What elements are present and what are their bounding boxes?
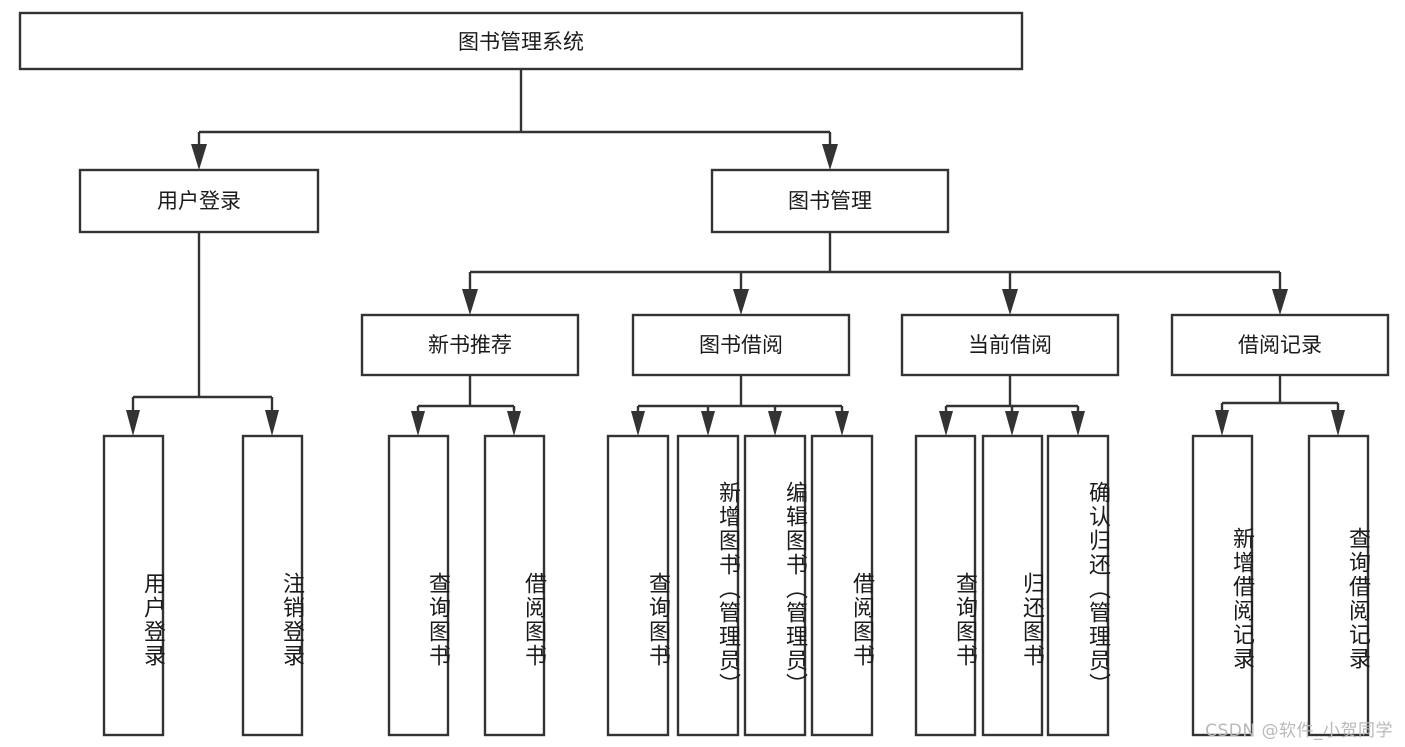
arrow-cb-leaf-3 — [1071, 411, 1085, 436]
arrow-book-borrow — [733, 289, 749, 315]
arrow-new-book — [462, 289, 478, 315]
node-root[interactable]: 图书管理系统 — [18, 11, 1024, 71]
current-borrow-label: 当前借阅 — [968, 333, 1052, 357]
leaf-box-cb-return-book[interactable] — [981, 434, 1044, 737]
node-book-management[interactable]: 图书管理 — [710, 168, 950, 234]
arrow-cb-leaf-2 — [1005, 411, 1019, 436]
leaf-box-nb-borrow-book[interactable] — [483, 434, 546, 737]
leaf-box-bb-borrow-book[interactable] — [810, 434, 874, 737]
leaf-box-bb-query-book[interactable] — [606, 434, 670, 737]
leaf-box-logout[interactable] — [241, 434, 304, 737]
arrow-br-leaf-1 — [1215, 410, 1229, 436]
arrow-br-leaf-2 — [1331, 410, 1345, 436]
watermark-text: CSDN @软件_小贺同学 — [1205, 721, 1393, 741]
arrow-book-mgmt — [822, 144, 838, 170]
arrow-nb-leaf-2 — [507, 411, 521, 436]
new-book-recommend-box — [360, 313, 580, 377]
leaf-box-bb-edit-book[interactable] — [743, 434, 807, 737]
leaf-box-br-add-record[interactable] — [1191, 434, 1254, 737]
book-borrow-label: 图书借阅 — [699, 333, 783, 357]
node-user-login[interactable]: 用户登录 — [78, 168, 320, 234]
new-book-recommend-label: 新书推荐 — [428, 333, 512, 357]
leaf-box-bb-add-book[interactable] — [676, 434, 740, 737]
arrow-borrow-record — [1272, 289, 1288, 315]
arrow-bb-leaf-4 — [835, 411, 849, 436]
node-borrow-record[interactable]: 借阅记录 — [1170, 313, 1390, 377]
leaf-box-cb-confirm-return[interactable] — [1046, 434, 1110, 737]
root-label: 图书管理系统 — [458, 30, 584, 54]
borrow-record-box — [1170, 313, 1390, 377]
arrow-bb-leaf-2 — [701, 411, 715, 436]
leaf-box-nb-query-book[interactable] — [387, 434, 450, 737]
borrow-record-label: 借阅记录 — [1238, 333, 1322, 357]
node-current-borrow[interactable]: 当前借阅 — [900, 313, 1120, 377]
arrow-cb-leaf-1 — [939, 411, 953, 436]
arrow-current-borrow — [1002, 289, 1018, 315]
book-borrow-box — [631, 313, 851, 377]
current-borrow-box — [900, 313, 1120, 377]
node-new-book-recommend[interactable]: 新书推荐 — [360, 313, 580, 377]
user-login-label: 用户登录 — [157, 189, 241, 213]
node-book-borrow[interactable]: 图书借阅 — [631, 313, 851, 377]
arrow-leaf-user-login — [126, 410, 140, 436]
arrow-leaf-logout — [265, 410, 279, 436]
arrow-bb-leaf-3 — [768, 411, 782, 436]
arrow-user-login — [191, 144, 207, 170]
leaf-box-cb-query-book[interactable] — [914, 434, 977, 737]
leaf-box-user-login[interactable] — [102, 434, 165, 737]
book-management-box — [710, 168, 950, 234]
root-box — [18, 11, 1024, 71]
arrow-nb-leaf-1 — [411, 411, 425, 436]
leaf-box-br-query-record[interactable] — [1307, 434, 1370, 737]
book-management-label: 图书管理 — [788, 189, 872, 213]
arrow-bb-leaf-1 — [631, 411, 645, 436]
